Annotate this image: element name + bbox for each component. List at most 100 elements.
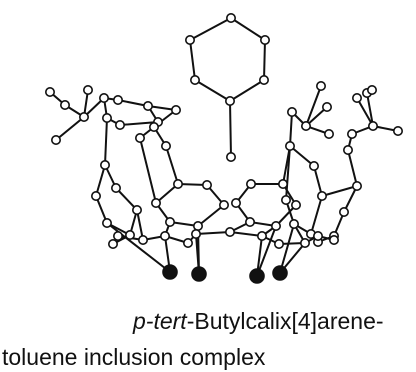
carbon-atom — [226, 13, 237, 23]
caption-line-1: p-tert-Butylcalix[4]arene- — [133, 310, 384, 333]
carbon-atom — [346, 129, 357, 140]
bond-line — [197, 204, 225, 227]
carbon-atom — [143, 101, 154, 112]
carbon-atom — [286, 107, 297, 118]
bond-line — [194, 79, 231, 102]
bond-line — [230, 17, 266, 41]
oxygen-atom — [191, 266, 207, 282]
carbon-atom — [367, 121, 378, 132]
carbon-atom — [99, 93, 110, 104]
carbon-atom — [91, 191, 102, 202]
carbon-atom — [111, 183, 122, 194]
carbon-atom — [193, 221, 204, 232]
carbon-atom — [149, 122, 160, 133]
carbon-atom — [270, 221, 281, 232]
carbon-atom — [83, 85, 94, 96]
bond-line — [279, 223, 295, 274]
bond-line — [366, 92, 374, 127]
carbon-atom — [185, 34, 196, 45]
carbon-atom — [351, 93, 362, 104]
carbon-atom — [225, 96, 236, 107]
carbon-atom — [202, 180, 213, 191]
carbon-atom — [284, 141, 295, 152]
carbon-atom — [115, 120, 126, 131]
carbon-atom — [44, 87, 55, 98]
carbon-atom — [231, 198, 242, 209]
carbon-atom — [288, 219, 299, 230]
oxygen-atom — [272, 265, 288, 281]
carbon-atom — [258, 75, 269, 86]
carbon-atom — [299, 238, 310, 249]
bond-line — [305, 85, 322, 127]
carbon-atom — [321, 102, 332, 113]
bond-line — [229, 79, 265, 102]
bond-line — [229, 100, 232, 158]
oxygen-atom — [249, 268, 265, 284]
carbon-atom — [323, 129, 334, 140]
carbon-atom — [308, 161, 319, 172]
carbon-atom — [245, 217, 256, 228]
bond-line — [263, 39, 266, 81]
carbon-atom — [300, 121, 311, 132]
carbon-atom — [312, 231, 323, 242]
bond-line — [189, 17, 232, 41]
carbon-atom — [328, 235, 339, 246]
carbon-atom — [171, 105, 182, 116]
oxygen-atom — [162, 264, 178, 280]
caption-line-1-rest: -Butylcalix[4]arene- — [186, 308, 384, 334]
carbon-atom — [219, 200, 230, 211]
carbon-atom — [392, 126, 403, 137]
carbon-atom — [125, 230, 136, 241]
carbon-atom — [160, 231, 171, 242]
carbon-atom — [259, 34, 270, 45]
carbon-atom — [151, 198, 162, 209]
atom-set — [44, 13, 403, 284]
bond-line — [229, 231, 263, 237]
bond-line — [321, 185, 358, 197]
bond-line — [55, 116, 85, 141]
carbon-atom — [135, 133, 146, 144]
carbon-atom — [226, 152, 237, 163]
carbon-atom — [190, 75, 201, 86]
caption-line-2: toluene inclusion complex — [2, 344, 266, 370]
carbon-atom — [161, 141, 172, 152]
carbon-atom — [316, 191, 327, 202]
bond-line — [282, 145, 291, 185]
bond-line — [289, 111, 293, 147]
carbon-atom — [173, 179, 184, 190]
bond-line — [347, 149, 358, 187]
bond-line — [136, 209, 144, 241]
carbon-atom — [225, 227, 236, 238]
carbon-atom — [366, 85, 377, 96]
bond-line — [189, 39, 196, 81]
carbon-atom — [342, 145, 353, 156]
carbon-atom — [338, 207, 349, 218]
carbon-atom — [108, 239, 119, 250]
bond-line — [313, 165, 323, 197]
bond-line — [256, 225, 277, 277]
bond-line — [195, 231, 231, 235]
bond-line — [95, 164, 106, 197]
carbon-atom — [280, 195, 291, 206]
carbon-atom — [113, 231, 124, 242]
carbon-atom — [79, 112, 90, 123]
bond-line — [310, 195, 323, 235]
carbon-atom — [315, 81, 326, 92]
carbon-atom — [113, 95, 124, 106]
carbon-atom — [100, 160, 111, 171]
carbon-atom — [50, 135, 61, 146]
carbon-atom — [191, 229, 202, 240]
carbon-atom — [132, 205, 143, 216]
bond-line — [165, 145, 179, 185]
bond-line — [289, 145, 315, 167]
caption-italic-prefix: p-tert — [133, 308, 187, 334]
carbon-atom — [277, 179, 288, 190]
carbon-atom — [351, 181, 362, 192]
carbon-atom — [138, 235, 149, 246]
bond-line — [104, 117, 108, 166]
carbon-atom — [183, 238, 194, 249]
carbon-atom — [102, 113, 113, 124]
bond-line — [356, 97, 374, 127]
carbon-atom — [102, 218, 113, 229]
